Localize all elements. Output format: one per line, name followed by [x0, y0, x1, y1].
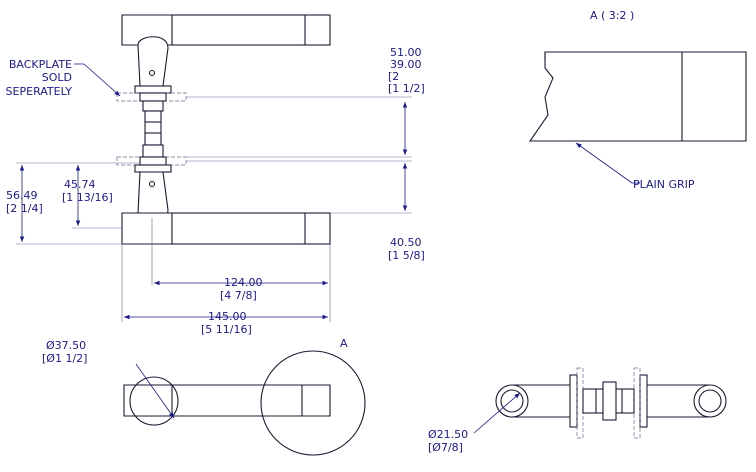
- lever-length-in: [4 7/8]: [220, 289, 257, 302]
- section-a-marker: A: [340, 337, 348, 350]
- front-view: [116, 14, 331, 285]
- lower-lever-hub: [121, 212, 173, 245]
- plain-grip-callout: PLAIN GRIP: [633, 178, 695, 191]
- lever-height-dimension: 40.50 [1 5/8]: [388, 236, 425, 262]
- left-backplate-dashed: [576, 367, 584, 439]
- lower-lever-grip: [171, 212, 331, 245]
- rose-to-axis-in: [1 13/16]: [62, 191, 113, 204]
- overall-length-mm: 145.00: [208, 310, 247, 323]
- end-lever: [123, 384, 331, 417]
- detail-view-a: A ( 3:2 ) PLAIN GRIP: [528, 9, 747, 191]
- left-grip: [512, 384, 570, 418]
- end-view: A Ø37.50 [Ø1 1/2]: [42, 337, 366, 456]
- lever-height-mm: 40.50: [390, 236, 422, 249]
- lever-height-in: [1 5/8]: [388, 249, 425, 262]
- backplate-note-line3: SEPERATELY: [6, 85, 73, 98]
- rose-to-top-mm: 56.49: [6, 189, 38, 202]
- length-dimensions: 124.00 [4 7/8] 145.00 [5 11/16]: [121, 244, 331, 336]
- backplate-note: BACKPLATE SOLD SEPERATELY: [6, 58, 121, 98]
- upper-lever-grip: [171, 14, 331, 46]
- left-dimensions: 56.49 [2 1/4] 45.74 [1 13/16]: [6, 162, 140, 245]
- detail-grip-profile: [528, 51, 747, 142]
- rose-diameter-in: [Ø1 1/2]: [42, 352, 87, 365]
- left-rose-plate: [569, 374, 578, 428]
- backplate-inner-mm: 39.00: [390, 58, 422, 71]
- right-grip: [644, 384, 710, 418]
- rose-diameter-mm: Ø37.50: [46, 339, 86, 352]
- overall-length-in: [5 11/16]: [201, 323, 252, 336]
- lower-rose: [134, 164, 172, 173]
- left-grip-end-inner: [500, 389, 524, 413]
- lever-length-mm: 124.00: [224, 276, 263, 289]
- rose-to-top-in: [2 1/4]: [6, 202, 43, 215]
- rose-to-axis-mm: 45.74: [64, 178, 96, 191]
- right-rose-plate: [639, 374, 648, 428]
- backplate-height-mm: 51.00: [390, 46, 422, 59]
- top-view: Ø21.50 [Ø7/8]: [428, 367, 727, 454]
- backplate-height-in: [2: [388, 70, 399, 83]
- right-backplate-dashed: [633, 367, 641, 439]
- detail-view-title: A ( 3:2 ): [590, 9, 634, 22]
- spindle-middle: [144, 110, 162, 146]
- spindle-collar: [142, 100, 164, 112]
- backplate-note-line2: SOLD: [42, 71, 72, 84]
- rose-circle: [129, 376, 179, 426]
- right-grip-end-inner: [698, 389, 722, 413]
- upper-lever-neck: [137, 36, 169, 87]
- backplate-inner-in: [1 1/2]: [388, 82, 425, 95]
- spindle-diameter-in: [Ø7/8]: [428, 441, 463, 454]
- backplate-note-line1: BACKPLATE: [9, 58, 72, 71]
- backplate-height-dimension: 51.00 39.00 [2 [1 1/2]: [186, 46, 425, 214]
- section-a-circle: [260, 350, 366, 456]
- spindle-diameter-mm: Ø21.50: [428, 428, 468, 441]
- upper-rose: [134, 85, 172, 94]
